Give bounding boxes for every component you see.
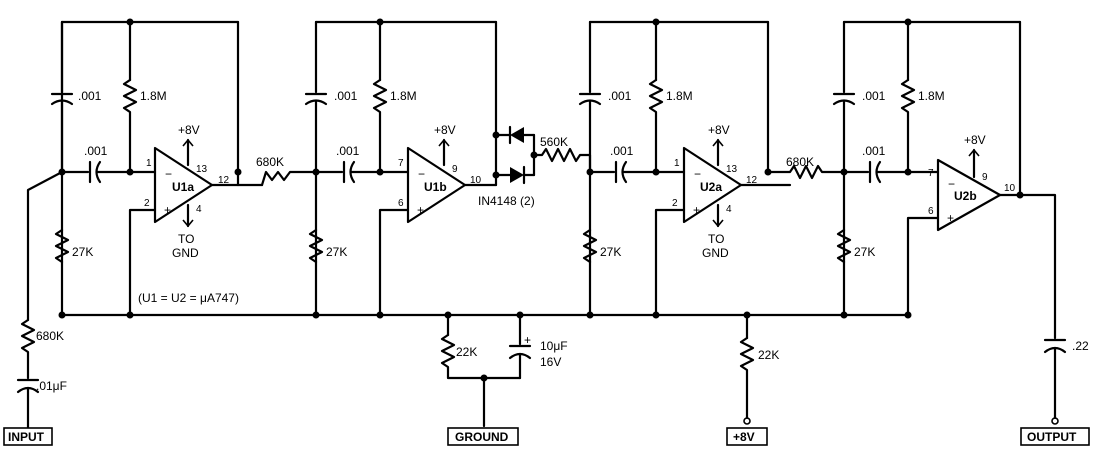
c-in4-label: .001 xyxy=(862,144,886,158)
svg-text:−: − xyxy=(694,167,701,181)
input-terminal-label: INPUT xyxy=(8,430,45,444)
u1b-pin-noninv: 6 xyxy=(398,198,404,209)
svg-text:−: − xyxy=(418,167,425,181)
c-fb2-label: .001 xyxy=(334,89,358,103)
c-out-label: .22 xyxy=(1072,339,1089,353)
c-in3-label: .001 xyxy=(610,144,634,158)
u2a-pin-gnd: 4 xyxy=(726,204,732,215)
plus8v-section: 22K xyxy=(739,311,779,425)
u1a-pin-gnd: 4 xyxy=(196,204,202,215)
c-fb4-label: .001 xyxy=(862,89,886,103)
u2a-to: TO xyxy=(708,232,724,246)
svg-text:+: + xyxy=(947,211,954,225)
opamp-u1b xyxy=(406,146,467,224)
c-fb3-label: .001 xyxy=(608,89,632,103)
svg-text:+: + xyxy=(417,203,424,217)
c-16v-label: 16V xyxy=(540,355,561,369)
ground-terminal-label: GROUND xyxy=(455,430,509,444)
r-fb3-label: 1.8M xyxy=(666,89,693,103)
u2b-pin-out: 10 xyxy=(1004,183,1016,194)
u1b-pin-vcc: 9 xyxy=(452,164,458,175)
u1a-name: U1a xyxy=(172,180,194,194)
svg-text:+: + xyxy=(164,203,171,217)
u1b-supply: +8V xyxy=(434,123,456,137)
r-fb2-label: 1.8M xyxy=(390,89,417,103)
u2a-pin-inv: 1 xyxy=(674,158,680,169)
u2b-pin-vcc: 9 xyxy=(982,172,988,183)
diode-network: 560K IN4148 (2) xyxy=(478,125,592,208)
opamp-u1a xyxy=(153,146,214,224)
plus8v-terminal: +8V xyxy=(726,427,768,446)
stage-u2a: .001 1.8M .001 27K − + U2a 1 2 12 13 4 +… xyxy=(578,18,792,319)
ground-terminal: GROUND xyxy=(447,427,519,446)
r-680k-input-label: 680K xyxy=(36,329,64,343)
r-s2-label: 680K xyxy=(786,155,814,169)
u1a-pin-vcc: 13 xyxy=(196,164,208,175)
u1a-pin-out: 12 xyxy=(218,175,230,186)
u2b-pin-inv: 7 xyxy=(928,168,934,179)
svg-text:−: − xyxy=(165,167,172,181)
r-b3-label: 27K xyxy=(600,245,621,259)
u1a-to: TO xyxy=(178,232,194,246)
r-22k-gnd-label: 22K xyxy=(456,345,477,359)
c-10uf-label: 10μF xyxy=(540,339,568,353)
u1a-pin-noninv: 2 xyxy=(144,198,150,209)
r-560k-label: 560K xyxy=(540,135,568,149)
u2b-name: U2b xyxy=(954,189,977,203)
u2a-gnd: GND xyxy=(702,246,729,260)
r-fb1-label: 1.8M xyxy=(140,89,167,103)
opamp-note: (U1 = U2 = μA747) xyxy=(138,291,239,305)
u2a-pin-noninv: 2 xyxy=(672,198,678,209)
opamp-u2a xyxy=(682,146,743,224)
u1a-pin-inv: 1 xyxy=(146,158,152,169)
r-s1-label: 680K xyxy=(256,155,284,169)
u1b-pin-out: 10 xyxy=(470,175,482,186)
stage-u1a: .001 1.8M .001 27K − + U1a 1 2 12 13 4 +… xyxy=(50,18,264,319)
ground-section: 22K + 10μF 16V xyxy=(440,311,568,428)
svg-text:−: − xyxy=(948,177,955,191)
c-in2-label: .001 xyxy=(336,144,360,158)
u2a-name: U2a xyxy=(700,180,722,194)
r-b1-label: 27K xyxy=(72,245,93,259)
diodes-label: IN4148 (2) xyxy=(478,194,535,208)
r-fb4-label: 1.8M xyxy=(918,89,945,103)
stage-u2b: .001 1.8M .001 27K − + U2b 7 6 10 9 +8V xyxy=(832,18,1089,425)
u2a-supply: +8V xyxy=(708,123,730,137)
r-b2-label: 27K xyxy=(326,245,347,259)
series-resistor-1: 680K xyxy=(256,155,318,187)
svg-text:+: + xyxy=(524,333,531,347)
u1b-pin-inv: 7 xyxy=(398,158,404,169)
output-terminal: OUTPUT xyxy=(1020,427,1090,446)
input-section: 680K .01μF xyxy=(16,20,240,430)
r-22k-v-label: 22K xyxy=(758,348,779,362)
stage-u1b: .001 1.8M .001 27K − + U1b 7 6 10 9 +8V xyxy=(304,18,498,319)
c-01uf-label: .01μF xyxy=(36,379,67,393)
u2b-pin-noninv: 6 xyxy=(928,206,934,217)
r-b4-label: 27K xyxy=(854,245,875,259)
u1a-gnd: GND xyxy=(172,246,199,260)
u1b-name: U1b xyxy=(424,180,447,194)
u2a-pin-out: 12 xyxy=(746,175,758,186)
plus8v-terminal-label: +8V xyxy=(733,430,755,444)
c-fb1-label: .001 xyxy=(78,89,102,103)
svg-text:+: + xyxy=(693,203,700,217)
u2a-pin-vcc: 13 xyxy=(726,164,738,175)
input-terminal: INPUT xyxy=(3,427,53,446)
u2b-supply: +8V xyxy=(964,133,986,147)
c-in1-label: .001 xyxy=(84,144,108,158)
output-terminal-label: OUTPUT xyxy=(1027,430,1077,444)
u1a-supply: +8V xyxy=(178,123,200,137)
series-resistor-2: 680K xyxy=(766,155,846,180)
opamp-u2b xyxy=(936,158,1002,232)
